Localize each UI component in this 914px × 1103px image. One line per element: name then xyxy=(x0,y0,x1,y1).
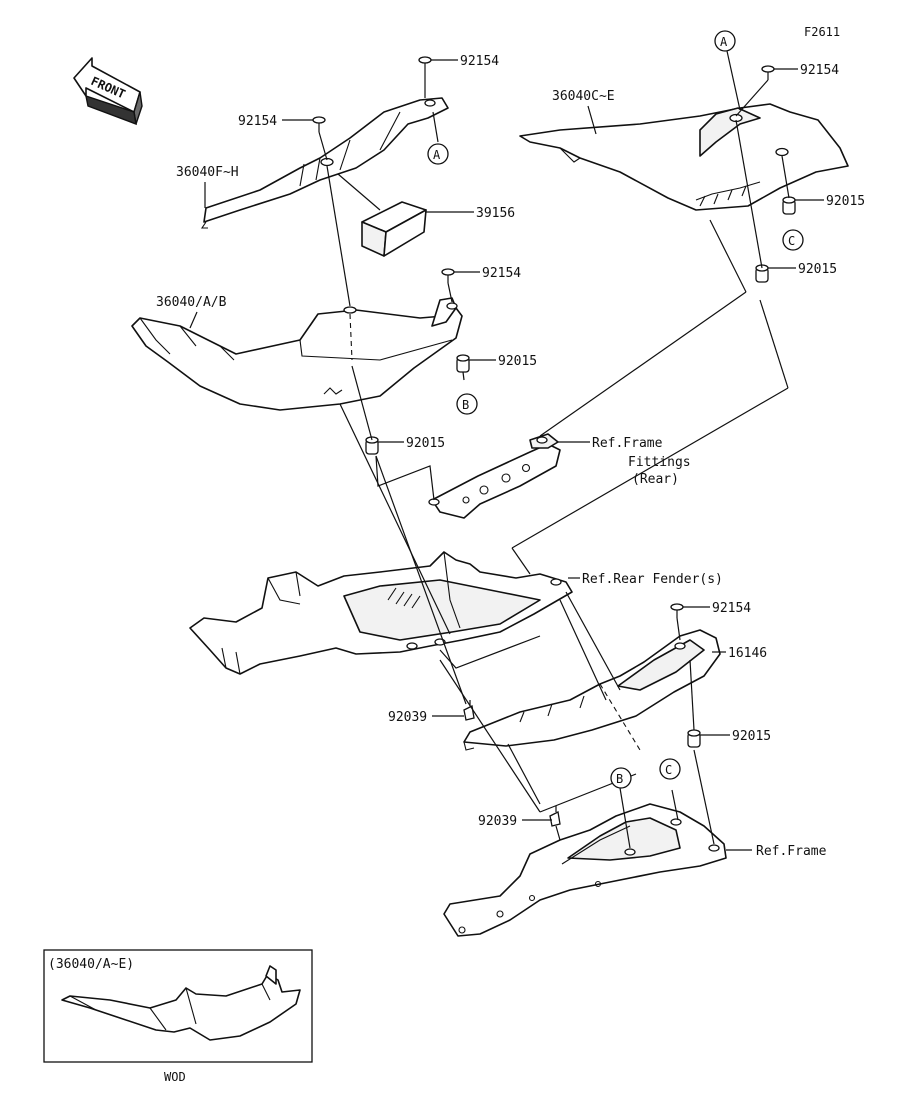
callout-a-top: A xyxy=(427,143,449,165)
label-92015-right1: 92015 xyxy=(826,194,865,209)
label-ref-frame-fittings-2: Fittings xyxy=(628,455,691,470)
label-92154-lower: 92154 xyxy=(712,601,751,616)
fastener-92154-lower xyxy=(670,603,684,618)
label-36040ce: 36040C~E xyxy=(552,89,615,104)
inset-title: (36040/A~E) xyxy=(48,957,134,972)
grommet-92015-5 xyxy=(687,729,701,748)
ref-frame-fittings-rear xyxy=(428,433,561,519)
label-ref-frame: Ref.Frame xyxy=(756,844,827,859)
grommet-92015-1 xyxy=(782,196,796,215)
part-39156 xyxy=(361,201,427,257)
part-36040fh xyxy=(200,97,449,229)
label-92015-lower: 92015 xyxy=(732,729,771,744)
svg-text:A: A xyxy=(433,148,441,162)
label-92039-1: 92039 xyxy=(388,710,427,725)
leader-lines xyxy=(189,59,824,851)
label-92015-mid: 92015 xyxy=(498,354,537,369)
callout-c-right: C xyxy=(782,229,804,251)
label-92015-left: 92015 xyxy=(406,436,445,451)
callout-b-bottom: B xyxy=(610,767,632,789)
ref-frame xyxy=(443,803,727,937)
part-36040ab xyxy=(131,297,463,411)
label-36040fh: 36040F~H xyxy=(176,165,239,180)
part-36040ce xyxy=(519,103,849,211)
label-92015-right2: 92015 xyxy=(798,262,837,277)
label-92154-right: 92154 xyxy=(800,63,839,78)
clip-92039-1 xyxy=(463,700,475,721)
front-arrow-icon: FRONT xyxy=(73,57,143,126)
callout-b-mid: B xyxy=(456,393,478,415)
label-92039-2: 92039 xyxy=(478,814,517,829)
label-36040ab: 36040/A/B xyxy=(156,295,227,310)
fastener-92154-left xyxy=(312,116,326,132)
inset-box: (36040/A~E) xyxy=(43,949,313,1063)
svg-text:B: B xyxy=(616,772,623,786)
label-ref-frame-fittings-1: Ref.Frame xyxy=(592,436,663,451)
part-16146 xyxy=(463,629,721,751)
figure-code: F2611 xyxy=(804,25,840,39)
clip-92039-2 xyxy=(549,806,561,827)
fastener-92154-right xyxy=(761,65,775,80)
grommet-92015-3 xyxy=(456,354,470,373)
label-39156: 39156 xyxy=(476,206,515,221)
callout-a-right: A xyxy=(714,30,741,111)
label-16146: 16146 xyxy=(728,646,767,661)
label-ref-frame-fittings-3: (Rear) xyxy=(632,472,679,487)
ref-rear-fender xyxy=(189,551,573,675)
fastener-92154-mid xyxy=(441,268,455,283)
label-92154-top: 92154 xyxy=(460,54,499,69)
callout-c-bottom: C xyxy=(659,758,681,780)
label-ref-rear-fender: Ref.Rear Fender(s) xyxy=(582,572,723,587)
label-92154-left: 92154 xyxy=(238,114,277,129)
svg-text:C: C xyxy=(788,234,795,248)
fastener-92154-top xyxy=(418,56,432,72)
label-92154-mid: 92154 xyxy=(482,266,521,281)
inset-caption: WOD xyxy=(164,1070,186,1084)
assembly-lines xyxy=(318,72,790,849)
svg-text:C: C xyxy=(665,763,672,777)
svg-text:A: A xyxy=(720,35,728,49)
svg-text:B: B xyxy=(462,398,469,412)
